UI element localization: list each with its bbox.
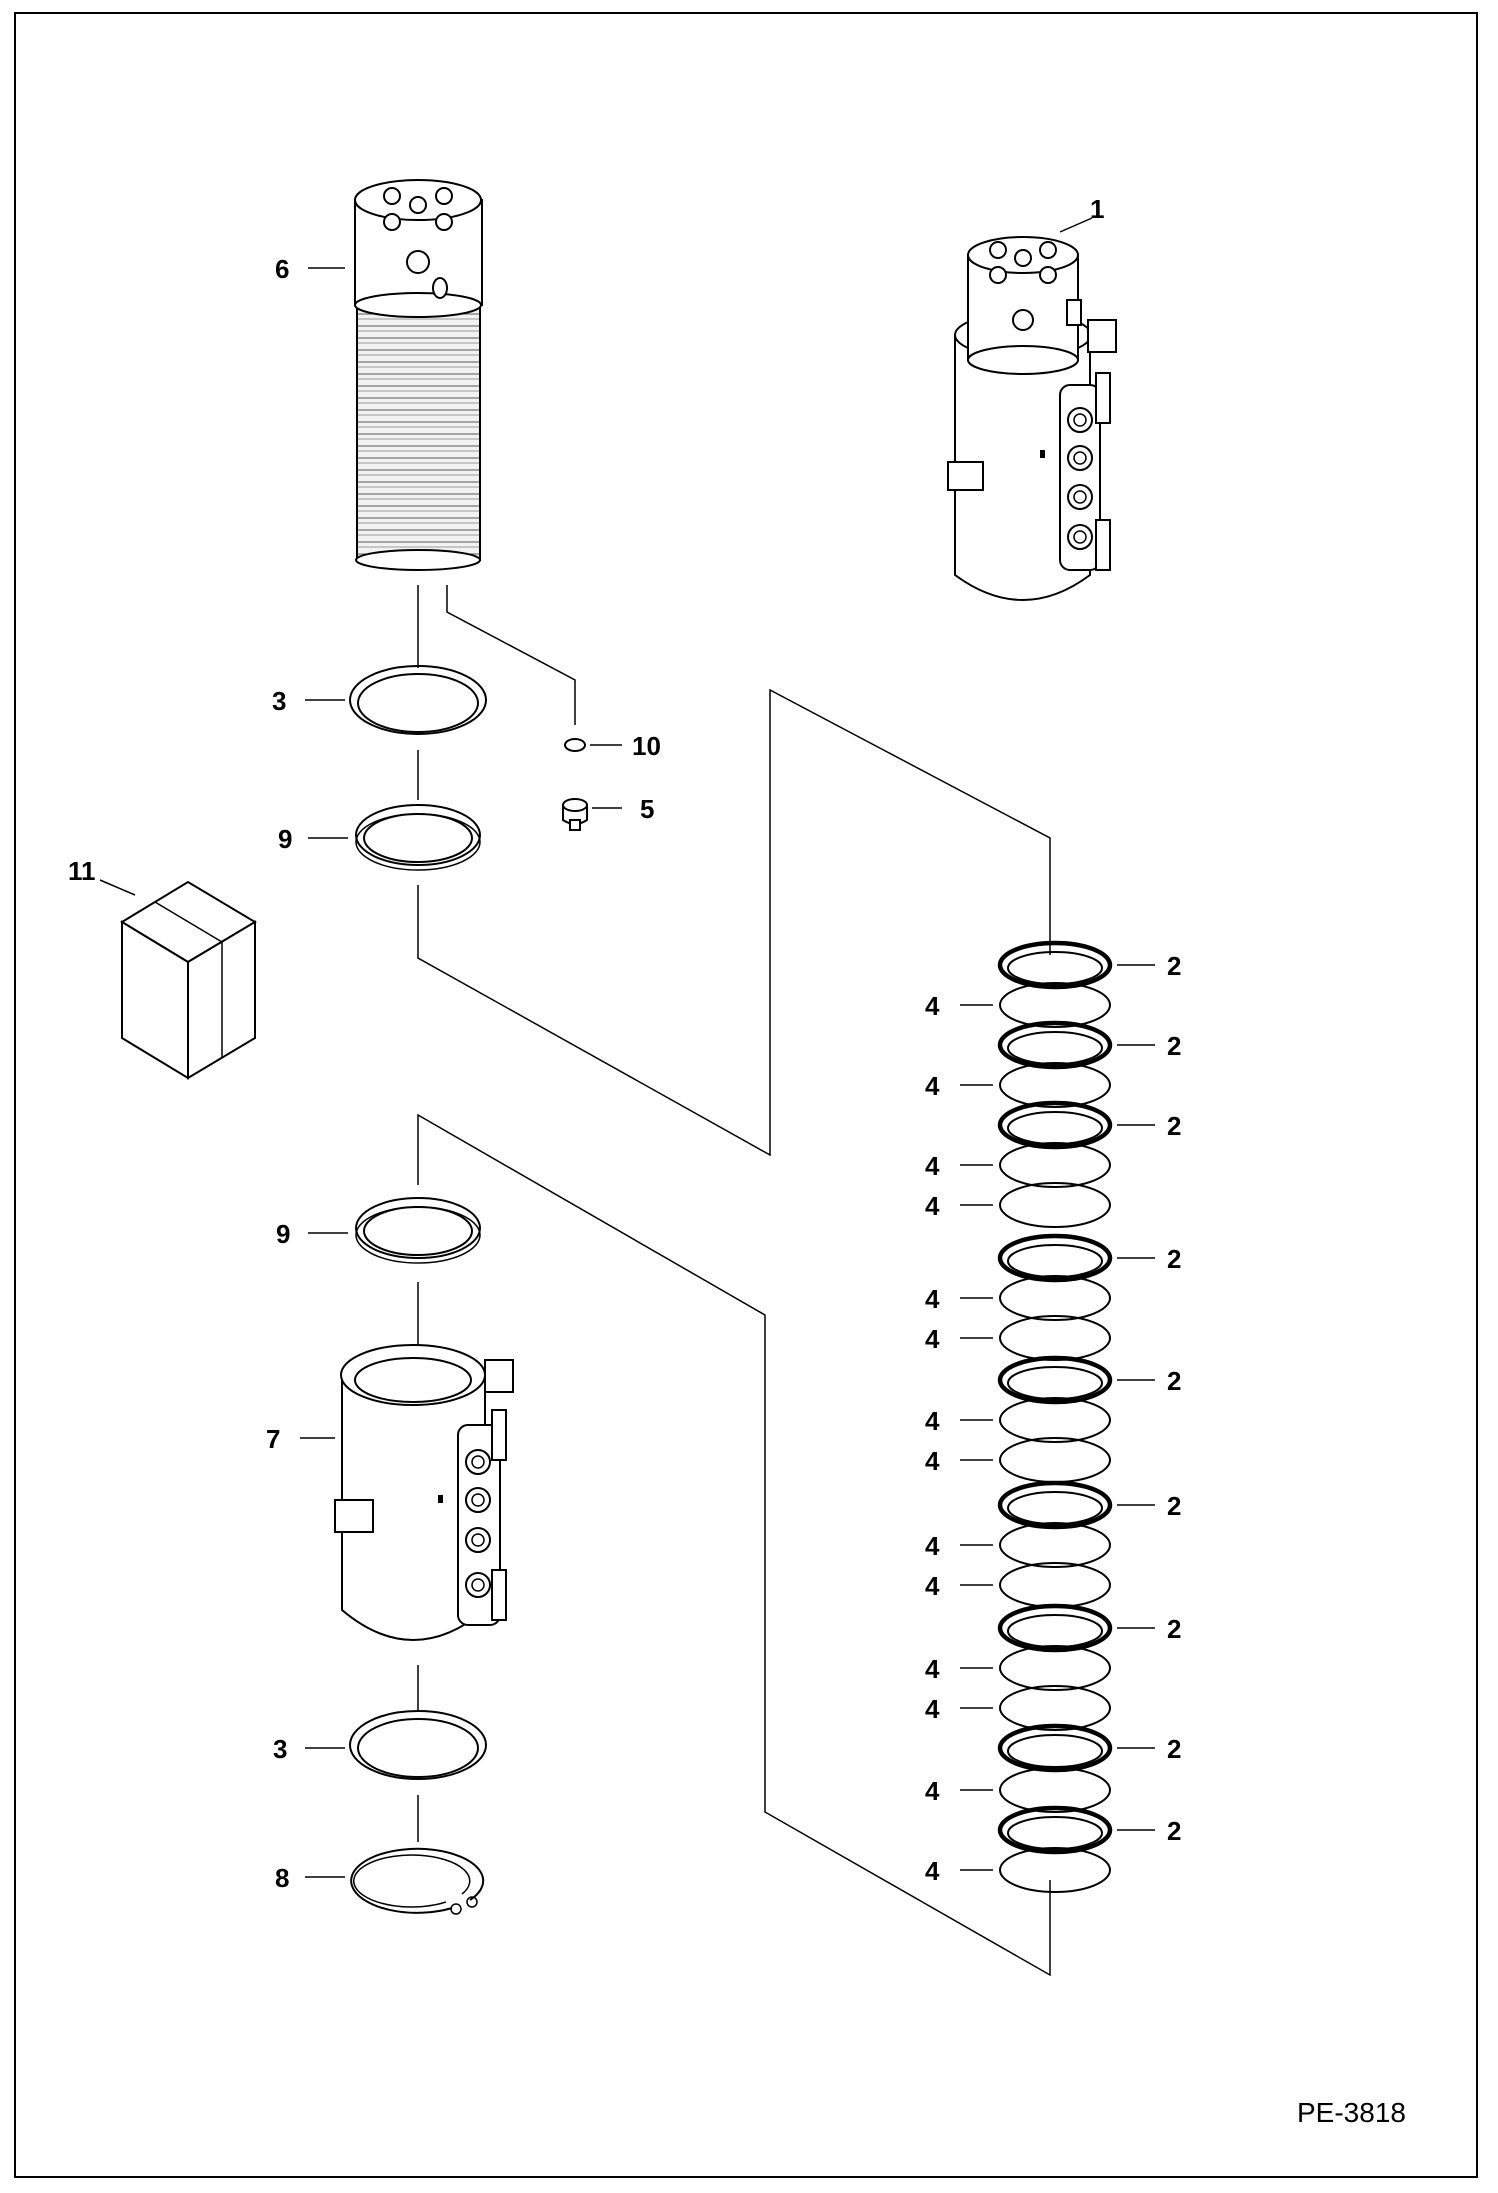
callout-4: 4: [925, 1694, 940, 1724]
callout-4: 4: [925, 1071, 940, 1101]
seal-ring-2-inner: [1007, 1244, 1103, 1278]
part-7-housing: [334, 1344, 514, 1641]
callout-9-lower: 9: [276, 1219, 290, 1249]
ring-9-upper: [355, 804, 481, 871]
callout-2: 2: [1167, 1366, 1181, 1396]
seal-ring-2: [997, 1480, 1113, 1530]
seal-ring-2-inner: [1007, 1734, 1103, 1768]
figure-id: PE-3818: [1297, 2097, 1406, 2128]
ring-stack: [997, 940, 1113, 1893]
part-1-swivel-assembly: [947, 236, 1117, 601]
snap-ring-8: [350, 1847, 485, 1915]
callout-3-lower: 3: [273, 1734, 287, 1764]
ring-4: [999, 1645, 1111, 1691]
callout-2: 2: [1167, 1244, 1181, 1274]
callout-2: 2: [1167, 1614, 1181, 1644]
callout-2: 2: [1167, 1031, 1181, 1061]
callout-4: 4: [925, 1531, 940, 1561]
callout-7: 7: [266, 1424, 280, 1454]
callout-11: 11: [68, 856, 96, 886]
seal-ring-2-inner: [1007, 1111, 1103, 1145]
callout-4: 4: [925, 1324, 940, 1354]
callout-9-upper: 9: [278, 824, 292, 854]
callout-4: 4: [925, 1151, 940, 1181]
seal-ring-2-inner: [1007, 1491, 1103, 1525]
seal-ring-2-inner: [1007, 1031, 1103, 1065]
part-6-rotor-spool: [354, 179, 576, 725]
ring-4: [999, 1315, 1111, 1361]
callout-4: 4: [925, 1406, 940, 1436]
callout-2: 2: [1167, 1816, 1181, 1846]
callout-10: 10: [632, 731, 661, 761]
ring-4: [999, 1767, 1111, 1813]
plug-5: [562, 798, 588, 831]
seal-ring-2: [997, 1805, 1113, 1855]
callout-2: 2: [1167, 951, 1181, 981]
seal-ring-2: [997, 1355, 1113, 1405]
callout-4: 4: [925, 1571, 940, 1601]
callout-4: 4: [925, 1654, 940, 1684]
callout-6: 6: [275, 254, 289, 284]
callout-5: 5: [640, 794, 654, 824]
ring-3-lower: [349, 1710, 487, 1780]
ring-4: [999, 1182, 1111, 1228]
leader-lines: [99, 217, 1093, 1878]
ring-4: [999, 1437, 1111, 1483]
seal-ring-2-inner: [1007, 1614, 1103, 1648]
seal-ring-2: [997, 940, 1113, 990]
callout-2: 2: [1167, 1734, 1181, 1764]
ring-stack-callouts: 2 4 2 4 2 4 4 2 4 4 2 4 4 2 4 4 2 4 4 2 4 2 4: [925, 951, 1181, 1886]
seal-ring-2: [997, 1233, 1113, 1283]
callout-8: 8: [275, 1863, 289, 1893]
ring-9-lower: [355, 1197, 481, 1264]
seal-ring-2: [997, 1723, 1113, 1773]
callout-1: 1: [1090, 194, 1104, 224]
ring-4: [999, 1847, 1111, 1893]
seal-ring-2-inner: [1007, 1816, 1103, 1850]
ring-4: [999, 982, 1111, 1028]
callout-4: 4: [925, 1284, 940, 1314]
callout-4: 4: [925, 1446, 940, 1476]
ring-4: [999, 1275, 1111, 1321]
callout-4: 4: [925, 1776, 940, 1806]
part-11-seal-kit-box: [120, 880, 257, 1080]
ring-4: [999, 1562, 1111, 1608]
ring-4: [999, 1142, 1111, 1188]
callout-4: 4: [925, 1856, 940, 1886]
callout-4: 4: [925, 991, 940, 1021]
oring-10: [564, 738, 586, 752]
seal-ring-2: [997, 1020, 1113, 1070]
callout-4: 4: [925, 1191, 940, 1221]
ring-4: [999, 1685, 1111, 1731]
ring-4: [999, 1397, 1111, 1443]
callout-2: 2: [1167, 1491, 1181, 1521]
seal-ring-2-inner: [1007, 1366, 1103, 1400]
callout-2: 2: [1167, 1111, 1181, 1141]
seal-ring-2: [997, 1603, 1113, 1653]
drawing-frame: [14, 12, 1478, 2178]
seal-ring-2-inner: [1007, 951, 1103, 985]
ring-4: [999, 1062, 1111, 1108]
ring-4: [999, 1522, 1111, 1568]
ring-3-upper: [349, 665, 487, 735]
callout-3-upper: 3: [272, 686, 286, 716]
seal-ring-2: [997, 1100, 1113, 1150]
